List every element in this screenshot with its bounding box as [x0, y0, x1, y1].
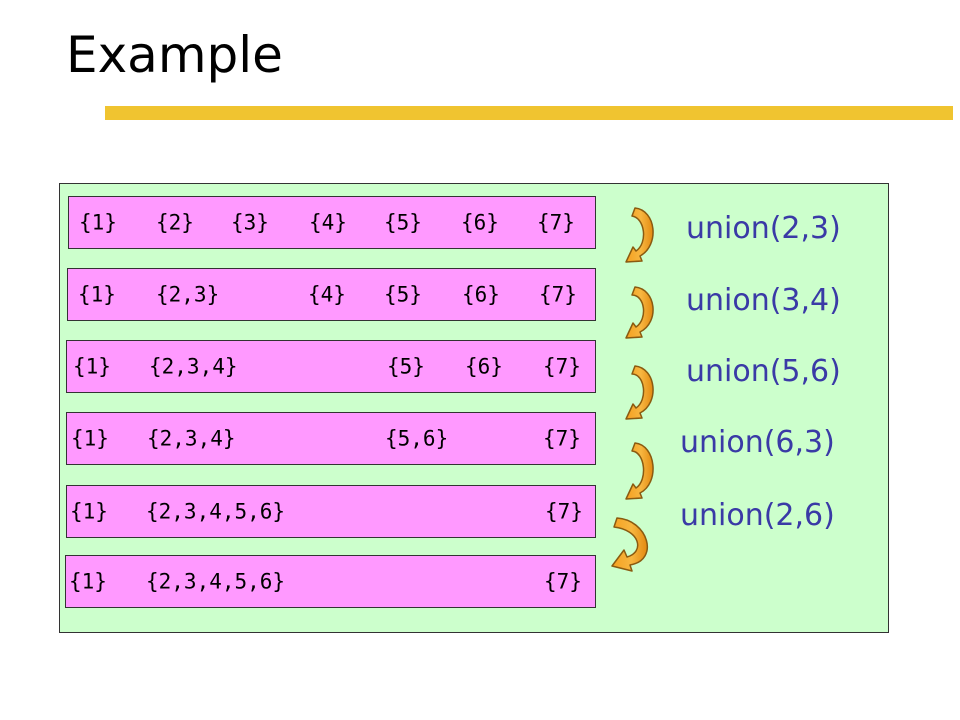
curved-down-arrow-icon: [625, 286, 654, 339]
set-row-4: {1} {2,3,4} {5,6} {7}: [66, 412, 596, 465]
set-label: {7}: [544, 569, 582, 593]
set-label: {2,3}: [156, 282, 220, 306]
set-label: {7}: [543, 354, 581, 378]
curved-down-arrow-icon: [625, 365, 654, 420]
set-label: {6}: [462, 282, 500, 306]
set-label: {5,6}: [385, 426, 449, 450]
set-label: {1}: [70, 499, 108, 523]
operation-label: union(2,3): [686, 211, 841, 246]
set-label: {5}: [384, 210, 422, 234]
set-label: {7}: [545, 499, 583, 523]
curved-down-arrow-icon: [611, 517, 648, 572]
set-label: {1}: [79, 210, 117, 234]
set-label: {1}: [78, 282, 116, 306]
set-row-1: {1} {2} {3} {4} {5} {6} {7}: [68, 196, 596, 249]
curved-down-arrow-icon: [625, 207, 654, 263]
operation-label: union(5,6): [686, 354, 841, 389]
operation-label: union(2,6): [680, 498, 835, 533]
set-label: {1}: [73, 354, 111, 378]
title-underline-bar: [105, 106, 953, 120]
slide-title: Example: [66, 26, 283, 84]
set-label: {5}: [384, 282, 422, 306]
operation-label: union(3,4): [686, 283, 841, 318]
set-label: {6}: [465, 354, 503, 378]
set-row-3: {1} {2,3,4} {5} {6} {7}: [66, 340, 596, 393]
set-label: {2,3,4}: [149, 354, 238, 378]
set-label: {4}: [309, 210, 347, 234]
set-row-6: {1} {2,3,4,5,6} {7}: [65, 555, 596, 608]
set-label: {2,3,4,5,6}: [146, 499, 286, 523]
set-label: {7}: [543, 426, 581, 450]
set-label: {3}: [231, 210, 269, 234]
set-label: {4}: [308, 282, 346, 306]
set-row-2: {1} {2,3} {4} {5} {6} {7}: [67, 268, 596, 321]
set-label: {5}: [387, 354, 425, 378]
set-label: {6}: [461, 210, 499, 234]
curved-down-arrow-icon: [625, 442, 654, 500]
set-label: {1}: [71, 426, 109, 450]
set-label: {2}: [156, 210, 194, 234]
operation-label: union(6,3): [680, 425, 835, 460]
set-label: {7}: [539, 282, 577, 306]
set-row-5: {1} {2,3,4,5,6} {7}: [66, 485, 596, 538]
set-label: {2,3,4}: [147, 426, 236, 450]
set-label: {7}: [537, 210, 575, 234]
set-label: {1}: [69, 569, 107, 593]
set-label: {2,3,4,5,6}: [146, 569, 286, 593]
